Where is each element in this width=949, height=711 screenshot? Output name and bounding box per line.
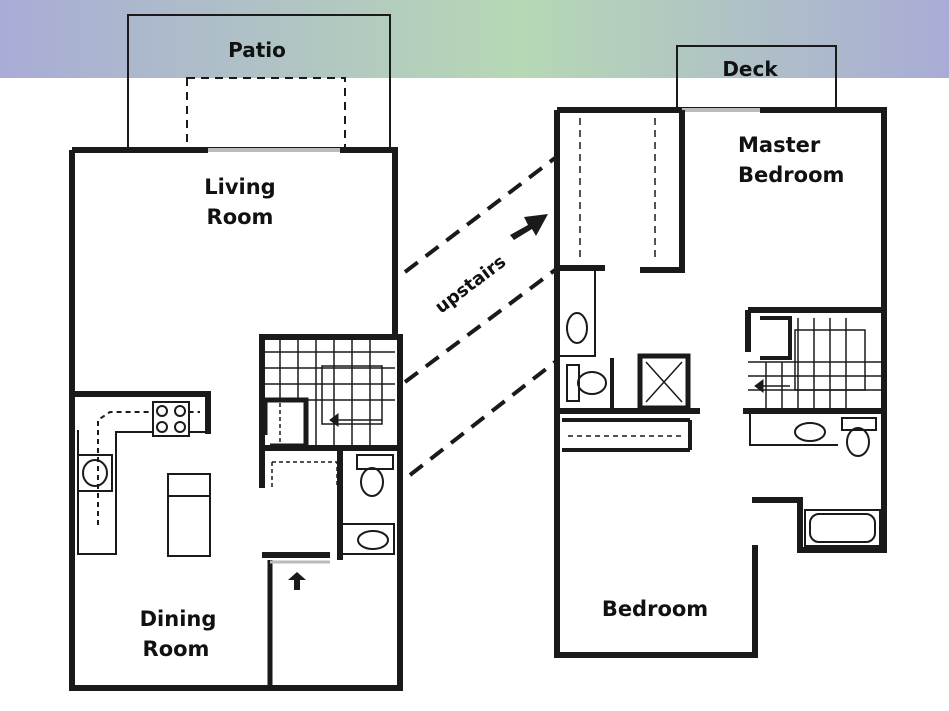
kitchen-island (167, 473, 211, 557)
kitchen-sink-icon (82, 459, 108, 487)
burner-icon (174, 421, 186, 433)
hall-toilet-bowl-icon (577, 371, 607, 395)
bath-wall (259, 445, 400, 560)
upstairs-connector-lines (403, 156, 557, 477)
linen-closet (637, 353, 691, 411)
kitchen-counter (77, 400, 209, 555)
upstairs-label: upstairs (431, 251, 510, 318)
upstairs-stair-wall (743, 307, 884, 414)
master-bedroom-label-line2: Bedroom (738, 163, 844, 187)
burner-icon (156, 405, 168, 417)
bedroom-label: Bedroom (602, 597, 708, 621)
linen-closet-x (645, 361, 683, 403)
burner-icon (156, 421, 168, 433)
hall-closet-wall (562, 418, 692, 452)
dining-room-label-line2: Room (143, 637, 210, 661)
hall-sink-icon (566, 312, 588, 344)
vanity-icon (341, 523, 395, 555)
header-banner (0, 0, 949, 78)
master-sink-icon (794, 422, 826, 442)
bath-sink-icon (357, 530, 389, 550)
master-toilet-tank-icon (841, 417, 877, 431)
burner-icon (174, 405, 186, 417)
upstairs-plan (554, 45, 887, 658)
dining-room-label-line1: Dining (140, 607, 217, 631)
master-toilet-bowl-icon (846, 427, 870, 457)
bathtub-icon (809, 513, 876, 543)
downstairs-staircase (262, 337, 395, 448)
laundry-shelf (271, 461, 338, 488)
upstairs-arrow-icon (510, 214, 548, 240)
closet-wall (262, 397, 309, 449)
toilet-bowl-icon (360, 467, 384, 497)
living-room-label-line1: Living (204, 175, 275, 199)
toilet-tank-icon (356, 454, 394, 470)
upstairs-staircase (748, 316, 884, 408)
bathtub-box (804, 509, 881, 547)
downstairs-plan (69, 14, 403, 691)
stair-arrow-icon (329, 413, 339, 427)
patio-label: Patio (228, 38, 286, 62)
deck-label: Deck (722, 57, 778, 81)
master-vanity (749, 411, 838, 446)
vanity-wall (557, 268, 596, 357)
stair-wall (259, 334, 395, 448)
living-room-label-line2: Room (207, 205, 274, 229)
downstairs-outer-wall (69, 147, 403, 691)
master-bedroom-label-line1: Master (738, 133, 821, 157)
patio-cover-dashed (186, 77, 346, 149)
tub-wall (752, 497, 803, 550)
master-closet-wall (557, 110, 685, 273)
closet-shelf-dashed (579, 118, 656, 262)
kitchen-sink-box (77, 454, 113, 492)
entry-arrow-icon (288, 572, 306, 590)
upstairs-stair-arrow-icon (754, 379, 764, 393)
